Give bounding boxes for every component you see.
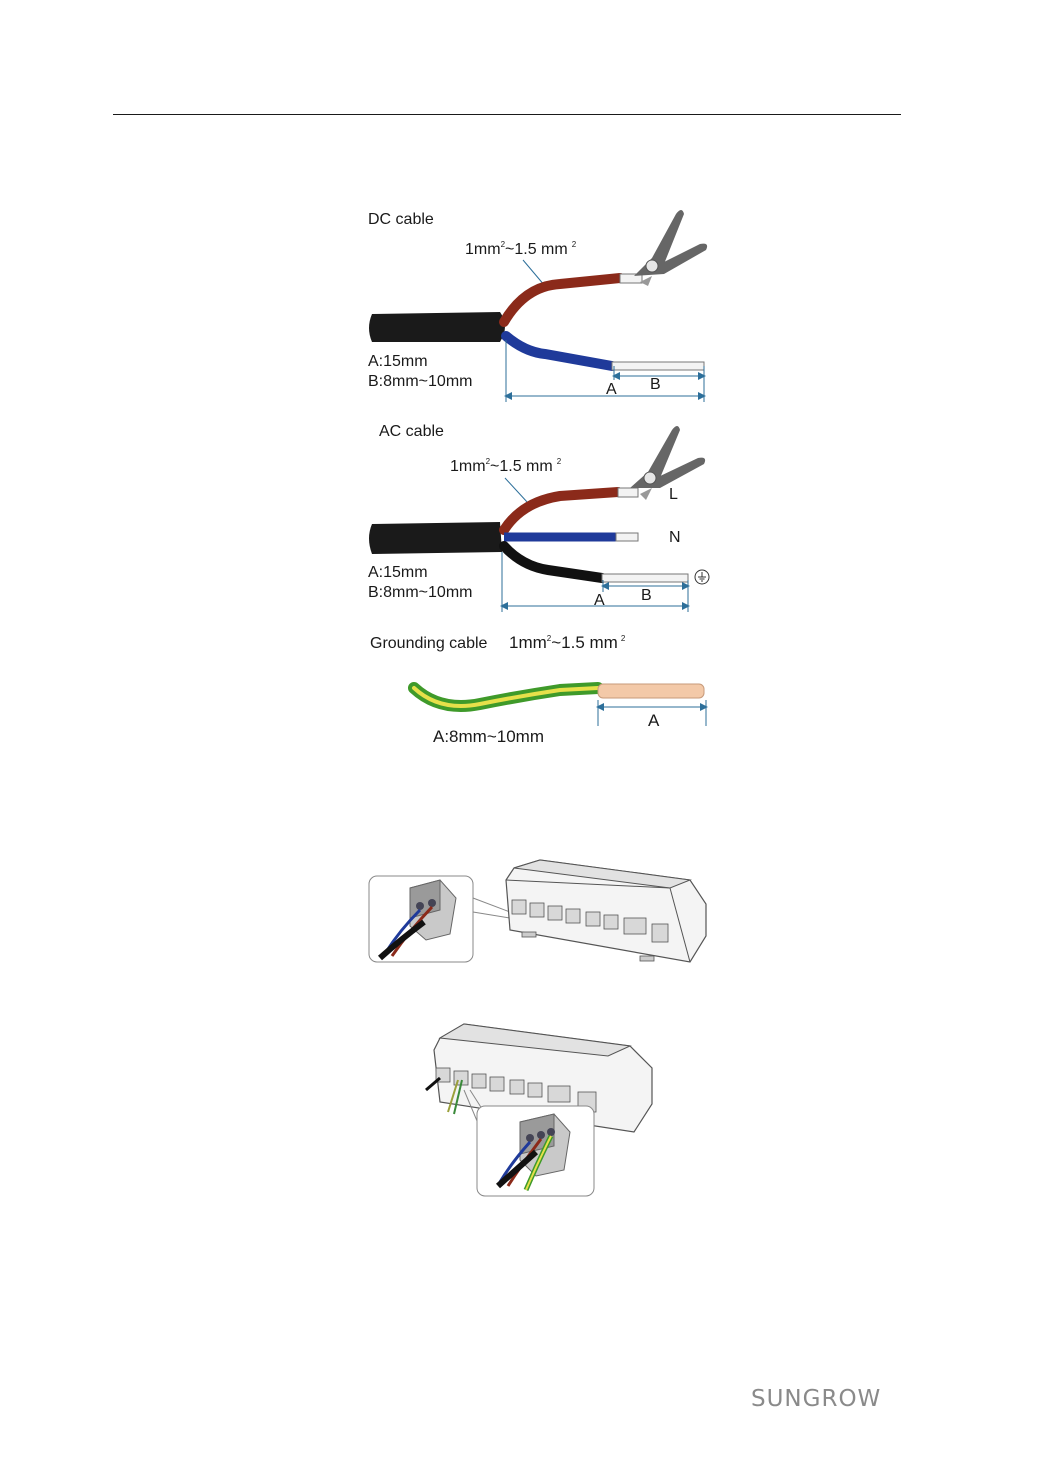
dc-jacket — [369, 312, 505, 342]
device-illustration-top — [369, 860, 706, 962]
ac-spec-leader — [505, 478, 528, 503]
dc-length-a: A:15mm — [368, 353, 428, 370]
ground-length-a: A:8mm~10mm — [433, 727, 544, 746]
ground-symbol-icon — [695, 570, 709, 584]
ac-cable-title: AC cable — [379, 423, 444, 440]
sungrow-logo: SUNGROW — [751, 1386, 881, 1412]
device-body-top — [506, 860, 706, 962]
dc-spec-leader — [523, 260, 545, 286]
ac-pliers-icon — [630, 426, 705, 500]
ground-dim-a-label: A — [648, 711, 660, 730]
ac-dim-b-label: B — [641, 587, 652, 604]
ac-length-b: B:8mm~10mm — [368, 584, 472, 601]
dc-dim-a-label: A — [606, 381, 617, 398]
ac-black-core — [602, 574, 688, 582]
dc-pliers-icon — [634, 210, 707, 286]
dc-brown-wire — [504, 278, 620, 322]
ac-wire-l-label: L — [669, 486, 678, 503]
dc-length-b: B:8mm~10mm — [368, 373, 472, 390]
device-illustration-bottom — [426, 1024, 652, 1196]
ac-dim-a-label: A — [594, 592, 605, 609]
ac-brown-wire — [504, 492, 618, 530]
ac-black-wire — [504, 546, 602, 578]
ac-wire-n-label: N — [669, 529, 681, 546]
dc-blue-wire — [506, 336, 612, 366]
dc-cable-title: DC cable — [368, 211, 434, 228]
ac-jacket — [369, 522, 502, 554]
dc-dim-b-label: B — [650, 376, 661, 393]
ground-cable-title: Grounding cable — [370, 635, 488, 652]
ac-blue-core — [616, 533, 638, 541]
ground-wire-core — [598, 684, 704, 698]
dc-blue-core — [612, 362, 704, 370]
ac-length-a: A:15mm — [368, 564, 428, 581]
ac-brown-core — [618, 488, 638, 497]
